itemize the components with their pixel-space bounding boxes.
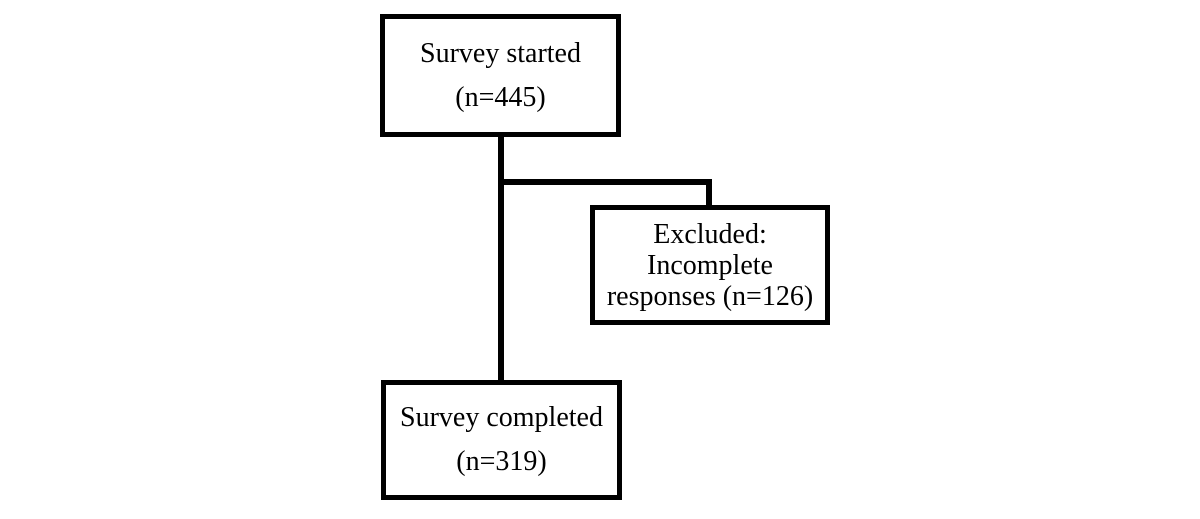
excluded-label: Excluded:: [653, 218, 767, 250]
survey-completed-count: (n=319): [456, 446, 547, 477]
survey-started-count: (n=445): [455, 81, 546, 113]
survey-started-label: Survey started: [420, 37, 581, 69]
connector-branch-to-excluded: [706, 179, 712, 209]
node-survey-completed: Survey completed (n=319): [381, 380, 622, 500]
excluded-count: responses (n=126): [606, 280, 814, 312]
connector-survey-started-to-completed: [498, 135, 504, 383]
node-excluded: Excluded: Incomplete responses (n=126): [590, 205, 830, 325]
connector-branch-horizontal: [498, 179, 712, 185]
survey-completed-label: Survey completed: [400, 402, 603, 433]
node-survey-started: Survey started (n=445): [380, 14, 621, 137]
excluded-reason: Incomplete: [647, 249, 773, 281]
